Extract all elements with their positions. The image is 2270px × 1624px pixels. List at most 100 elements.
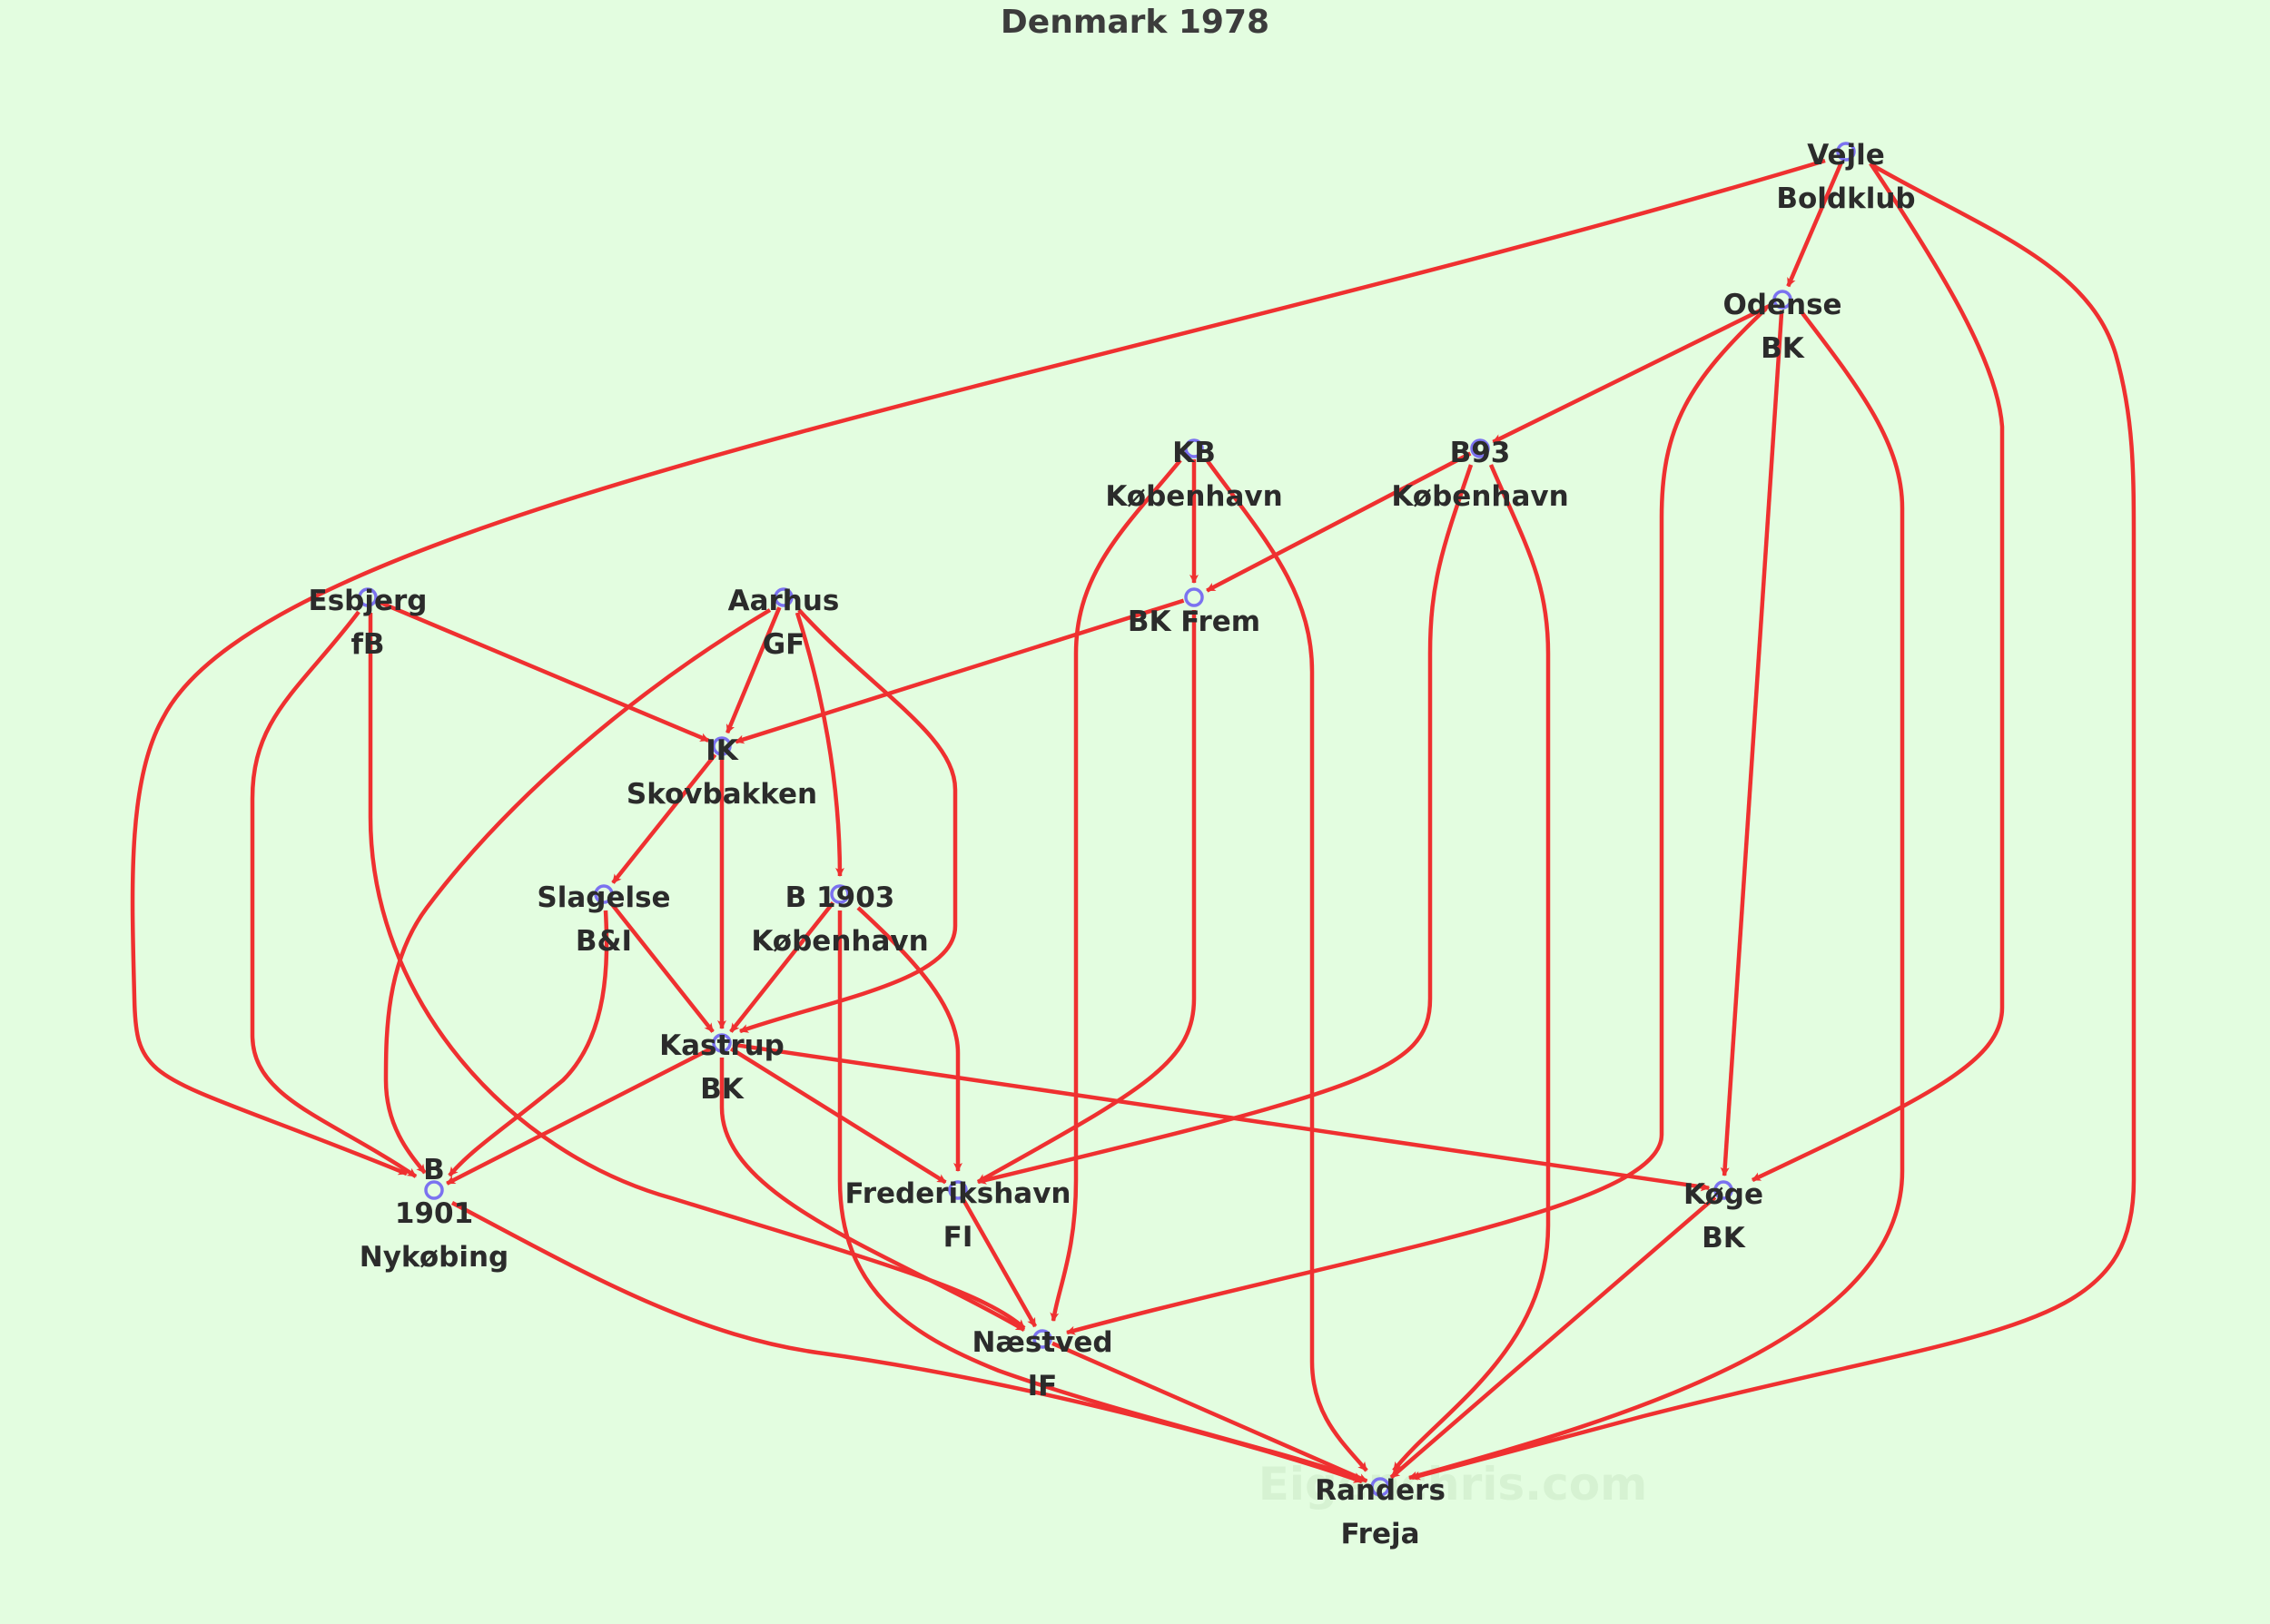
node-label-slagelse-0: Slagelse — [537, 881, 670, 914]
edge-esbjerg-ik — [377, 599, 710, 743]
edge-slagelse-b1901 — [448, 910, 609, 1177]
node-label-kb-1: København — [1105, 480, 1282, 513]
node-marker-naestved — [1032, 1329, 1052, 1349]
node-label-b1903-0: B 1903 — [785, 881, 895, 914]
node-marker-ik — [712, 736, 732, 756]
node-marker-b1901 — [424, 1180, 444, 1200]
edge-bkfrem-frederikshavn — [976, 610, 1197, 1184]
edge-odense-randers — [1408, 311, 1905, 1481]
node-marker-randers — [1370, 1477, 1390, 1497]
node-marker-b93 — [1470, 438, 1490, 458]
edge-aarhus-kastrup — [739, 608, 958, 1034]
node-label-esbjerg-0: Esbjerg — [309, 585, 428, 617]
node-marker-kastrup — [712, 1033, 732, 1053]
edge-kb-naestved — [1050, 458, 1182, 1322]
edge-esbjerg-b1901 — [250, 610, 418, 1178]
node-label-aarhus-1: GF — [763, 628, 805, 661]
node-label-vejle-1: Boldklub — [1776, 182, 1915, 215]
edge-odense-koge — [1720, 310, 1784, 1176]
edge-b1901-randers — [450, 1201, 1363, 1484]
edge-kb-randers — [1206, 459, 1368, 1472]
node-label-randers-0: Randers — [1315, 1474, 1446, 1507]
edge-vejle-b1901 — [130, 158, 1826, 1176]
edge-koge-randers — [1389, 1196, 1717, 1480]
edge-aarhus-b1903 — [794, 612, 844, 877]
node-label-ik-0: IK — [706, 734, 739, 767]
node-label-kb-0: KB — [1172, 437, 1216, 469]
edge-vejle-koge — [1752, 162, 2005, 1183]
node-marker-koge — [1713, 1180, 1733, 1200]
node-marker-b1903 — [830, 884, 850, 904]
edge-vejle-odense — [1786, 161, 1844, 288]
node-marker-kb — [1184, 438, 1204, 458]
edge-kastrup-frederikshavn — [730, 1047, 947, 1185]
edge-odense-naestved — [1066, 307, 1768, 1335]
node-marker-aarhus — [774, 587, 794, 607]
node-ik: IK Skovbakken — [627, 734, 817, 811]
edge-esbjerg-naestved — [368, 613, 1026, 1330]
node-label-bkfrem-0: BK Frem — [1128, 605, 1260, 638]
node-marker-odense — [1772, 290, 1792, 310]
edge-b93-frederikshavn — [977, 464, 1474, 1185]
node-label-slagelse-1: B&I — [576, 925, 632, 958]
node-marker-slagelse — [594, 884, 614, 904]
node-marker-bkfrem — [1184, 587, 1204, 607]
node-label-ik-1: Skovbakken — [627, 778, 817, 811]
node-label-koge-0: Køge — [1683, 1178, 1763, 1211]
node-label-esbjerg-1: fB — [350, 628, 384, 661]
node-label-kastrup-0: Kastrup — [659, 1029, 785, 1062]
node-label-b93-1: København — [1391, 480, 1568, 513]
diagram-title: Denmark 1978 — [1001, 4, 1269, 41]
edge-frederikshavn-naestved — [961, 1198, 1038, 1328]
edge-kastrup-b1901 — [446, 1046, 714, 1186]
edge-b93-bkfrem — [1206, 451, 1472, 593]
node-label-vejle-0: Vejle — [1807, 139, 1885, 172]
nodes-layer: VejleBoldklubOdenseBKKBKøbenhavnB93Køben… — [309, 139, 1916, 1550]
node-label-frederikshavn-0: Frederikshavn — [845, 1177, 1071, 1210]
node-label-odense-1: BK — [1761, 332, 1805, 365]
edge-aarhus-b1901 — [383, 608, 772, 1175]
node-marker-frederikshavn — [948, 1180, 968, 1200]
node-label-aarhus-0: Aarhus — [728, 585, 840, 617]
node-label-naestved-1: IF — [1028, 1370, 1058, 1403]
edge-vejle-randers — [1411, 163, 2137, 1481]
node-kb: KB København — [1105, 437, 1282, 513]
node-label-b93-0: B93 — [1450, 437, 1511, 469]
node-marker-vejle — [1836, 142, 1856, 162]
edge-slagelse-kastrup — [608, 901, 715, 1033]
node-label-naestved-0: Næstved — [972, 1326, 1112, 1359]
node-label-kastrup-1: BK — [700, 1073, 745, 1106]
node-label-b1901-0: B — [423, 1154, 445, 1186]
node-label-randers-1: Freja — [1340, 1518, 1419, 1550]
node-bkfrem: BK Frem — [1128, 587, 1260, 638]
node-label-odense-0: Odense — [1722, 289, 1841, 321]
edge-b1903-frederikshavn — [856, 906, 962, 1172]
edge-b93-randers — [1392, 464, 1551, 1472]
edge-aarhus-ik — [725, 606, 782, 734]
node-label-b1903-1: København — [751, 925, 928, 958]
edge-b1903-kastrup — [729, 901, 835, 1033]
edge-kastrup-koge — [732, 1042, 1711, 1192]
edge-bkfrem-ik — [735, 598, 1185, 744]
node-label-koge-1: BK — [1702, 1222, 1746, 1255]
edge-odense-b93 — [1492, 302, 1774, 444]
edge-ik-slagelse — [611, 753, 717, 884]
node-label-b1901-1: 1901 — [395, 1197, 473, 1230]
edges-layer — [130, 158, 2137, 1484]
node-marker-esbjerg — [358, 587, 378, 607]
edge-kastrup-naestved — [719, 1058, 1026, 1332]
node-esbjerg: Esbjerg fB — [309, 585, 428, 661]
